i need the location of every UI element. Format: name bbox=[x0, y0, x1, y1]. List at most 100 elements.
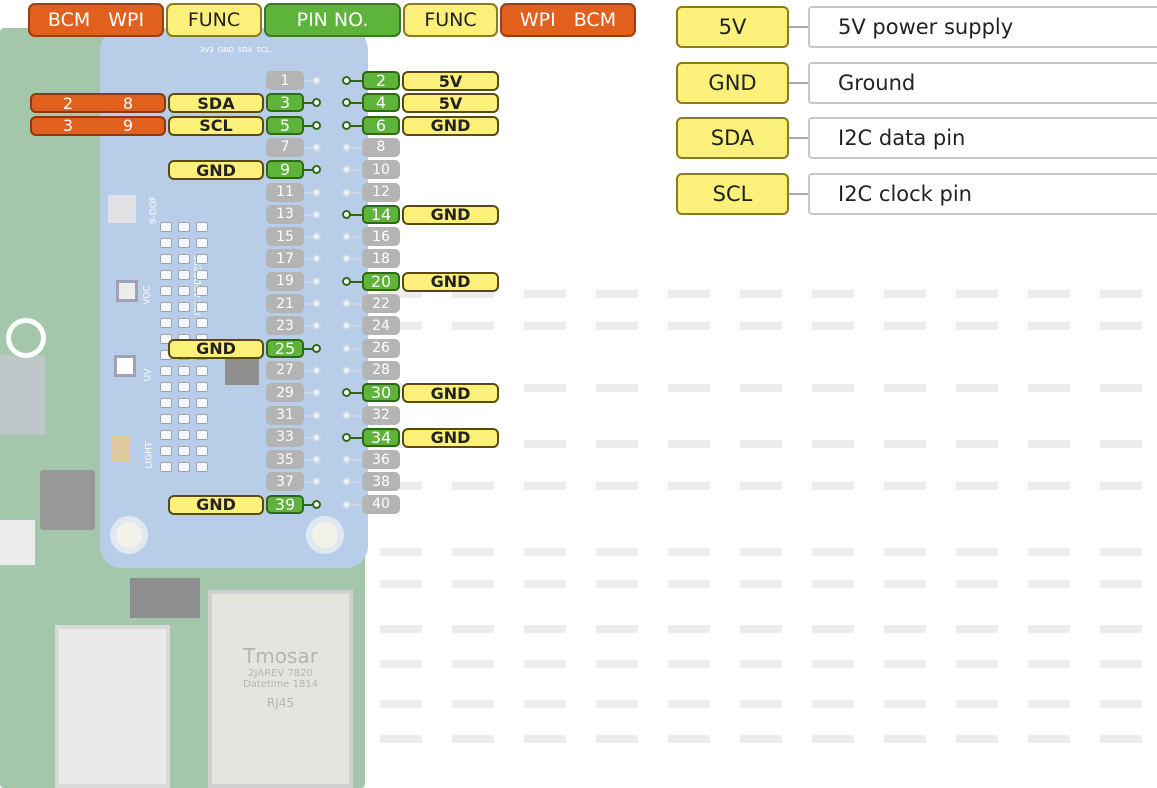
jumper-pad bbox=[196, 222, 208, 232]
jumper-pad bbox=[178, 286, 190, 296]
pin-lead bbox=[350, 437, 362, 439]
jumper-pad bbox=[196, 270, 208, 280]
pin-35: 35 bbox=[266, 450, 304, 469]
pin-lead bbox=[350, 348, 362, 350]
pin-24: 24 bbox=[362, 316, 400, 335]
pin-1: 1 bbox=[266, 71, 304, 90]
pin-29: 29 bbox=[266, 383, 304, 402]
pin-lead bbox=[350, 125, 362, 127]
pin-19: 19 bbox=[266, 272, 304, 291]
func-label-pin-3: SDA bbox=[168, 93, 264, 113]
silk-pin-gnd: GND bbox=[218, 46, 234, 62]
jumper-pad bbox=[160, 446, 172, 456]
ethernet-date: Datetime 1814 bbox=[212, 679, 349, 690]
sensor-chip bbox=[114, 355, 136, 377]
pin-31: 31 bbox=[266, 406, 304, 425]
sensor-chip bbox=[108, 195, 136, 223]
jumper-pad bbox=[160, 270, 172, 280]
pin-14: 14 bbox=[362, 205, 400, 224]
jumper-pad bbox=[178, 398, 190, 408]
jumper-pad bbox=[178, 430, 190, 440]
pin-22: 22 bbox=[362, 294, 400, 313]
func-label-pin-2: 5V bbox=[402, 71, 499, 91]
func-label-pin-6: GND bbox=[402, 116, 499, 136]
pcb-chip bbox=[0, 355, 45, 435]
legend-desc-sda: I2C data pin bbox=[808, 117, 1157, 159]
pin-lead bbox=[350, 258, 362, 260]
pin-4: 4 bbox=[362, 93, 400, 112]
jumper-pad bbox=[196, 366, 208, 376]
pin-lead bbox=[350, 370, 362, 372]
pin-contact-icon bbox=[312, 433, 321, 442]
jumper-pad bbox=[160, 462, 172, 472]
jumper-pad bbox=[178, 382, 190, 392]
pin-32: 32 bbox=[362, 406, 400, 425]
pin-lead bbox=[350, 303, 362, 305]
pin-contact-icon bbox=[312, 299, 321, 308]
func-label-pin-9: GND bbox=[168, 160, 264, 180]
wpi-bcm-label-pin-5: 39 bbox=[30, 116, 166, 136]
pin-2: 2 bbox=[362, 71, 400, 90]
pin-13: 13 bbox=[266, 205, 304, 224]
legend-connector bbox=[789, 82, 809, 84]
jumper-pad bbox=[178, 462, 190, 472]
usb-port bbox=[55, 625, 170, 788]
jumper-pad bbox=[160, 382, 172, 392]
jumper-pad bbox=[196, 446, 208, 456]
legend-desc-scl: I2C clock pin bbox=[808, 173, 1157, 215]
pin-lead bbox=[350, 214, 362, 216]
pin-lead bbox=[350, 169, 362, 171]
header-left-bcm: BCM bbox=[48, 9, 90, 31]
pcb-chip bbox=[40, 470, 95, 530]
pin-contact-icon bbox=[312, 188, 321, 197]
ethernet-part: 2JAREV 7820 bbox=[212, 668, 349, 679]
jumper-pad bbox=[178, 446, 190, 456]
pin-37: 37 bbox=[266, 472, 304, 491]
pin-contact-icon bbox=[312, 366, 321, 375]
background-row bbox=[380, 735, 1155, 743]
jumper-pad bbox=[160, 238, 172, 248]
silk-pin-3v3: 3V3 bbox=[200, 46, 214, 62]
pin-27: 27 bbox=[266, 361, 304, 380]
jumper-pad bbox=[196, 430, 208, 440]
pin-28: 28 bbox=[362, 361, 400, 380]
jumper-pad bbox=[196, 238, 208, 248]
legend-connector bbox=[789, 26, 809, 28]
pin-7: 7 bbox=[266, 138, 304, 157]
pin-lead bbox=[350, 80, 362, 82]
background-row bbox=[380, 322, 1155, 330]
pin-33: 33 bbox=[266, 428, 304, 447]
pin-40: 40 bbox=[362, 495, 400, 514]
pin-38: 38 bbox=[362, 472, 400, 491]
jumper-pad bbox=[196, 382, 208, 392]
func-label-pin-14: GND bbox=[402, 205, 499, 225]
jumper-pad bbox=[160, 414, 172, 424]
pin-12: 12 bbox=[362, 183, 400, 202]
pin-34: 34 bbox=[362, 428, 400, 447]
header-pin-no: PIN NO. bbox=[264, 3, 401, 37]
jumper-pad bbox=[196, 286, 208, 296]
header-left-func: FUNC bbox=[166, 3, 262, 37]
pin-17: 17 bbox=[266, 249, 304, 268]
address-chip bbox=[225, 355, 259, 385]
pcb-connector bbox=[130, 578, 200, 618]
background-row bbox=[380, 290, 1155, 298]
pin-contact-icon bbox=[312, 143, 321, 152]
jumper-pad bbox=[160, 318, 172, 328]
pin-lead bbox=[350, 392, 362, 394]
silk-label-uv: UV bbox=[143, 369, 153, 382]
pin-lead bbox=[350, 102, 362, 104]
func-label-pin-34: GND bbox=[402, 428, 499, 448]
jumper-pad bbox=[178, 270, 190, 280]
jumper-pad bbox=[160, 398, 172, 408]
jumper-pad bbox=[196, 302, 208, 312]
background-row bbox=[380, 548, 1155, 556]
pin-8: 8 bbox=[362, 138, 400, 157]
pin-lead bbox=[350, 236, 362, 238]
ethernet-port: Tmosar 2JAREV 7820 Datetime 1814 RJ45 bbox=[208, 590, 353, 788]
jumper-pad bbox=[160, 302, 172, 312]
background-row bbox=[380, 580, 1155, 588]
pin-lead bbox=[350, 281, 362, 283]
jumper-pad bbox=[178, 254, 190, 264]
wpi-bcm-label-pin-3: 28 bbox=[30, 93, 166, 113]
